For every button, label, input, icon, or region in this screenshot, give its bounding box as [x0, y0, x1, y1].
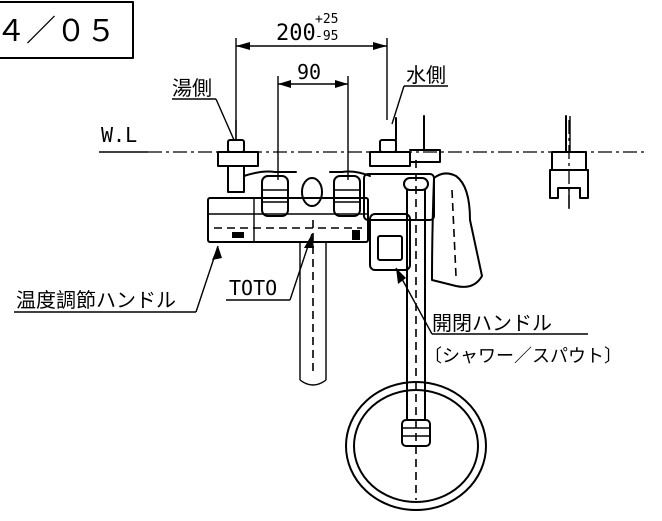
cold-side-label: 水側: [406, 63, 446, 87]
brand-callout: TOTO: [226, 233, 314, 301]
dimension-outer-value: 200: [276, 21, 316, 46]
dimension-inner: 90: [277, 60, 349, 180]
dimension-inner-value: 90: [297, 60, 321, 84]
dimension-tol-plus: +25: [315, 12, 338, 27]
switch-handle-sub: 〔シャワー／スパウト〕: [424, 346, 622, 367]
hot-side-label: 湯側: [172, 76, 212, 100]
water-level-label: W.L: [101, 123, 137, 147]
page-number: ４／０５: [0, 14, 116, 49]
spout: [431, 172, 483, 288]
temp-handle-label: 温度調節ハンドル: [16, 288, 176, 312]
switch-handle-label: 開閉ハンドル: [432, 311, 552, 335]
dimension-outer: 200 +25 -95: [235, 12, 388, 140]
cold-side-callout: 水側: [391, 63, 448, 125]
dimension-tol-minus: -95: [315, 29, 338, 44]
faucet-body: [207, 115, 441, 386]
side-view-detail: [549, 115, 589, 212]
page-number-box: ４／０５: [0, 1, 134, 59]
shower-assembly: [345, 160, 487, 511]
switch-handle-callout: 開閉ハンドル 〔シャワー／スパウト〕: [395, 267, 622, 367]
temp-handle-callout: 温度調節ハンドル: [14, 245, 222, 313]
hot-side-callout: 湯側: [172, 76, 235, 141]
brand-label: TOTO: [229, 276, 277, 300]
